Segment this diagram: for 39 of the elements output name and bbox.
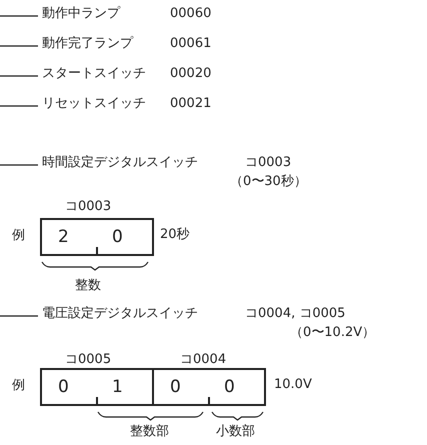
note-label: 例 bbox=[12, 378, 25, 394]
address-label: 20秒 bbox=[160, 227, 190, 243]
address-label: 00020 bbox=[170, 66, 212, 82]
part-label: 動作中ランプ bbox=[42, 6, 120, 22]
digit: 0 bbox=[112, 228, 123, 246]
address-label: コ0003 bbox=[65, 199, 112, 215]
address-label: コ0005 bbox=[65, 352, 112, 368]
address-label: （0〜10.2V） bbox=[290, 325, 376, 341]
address-label: コ0004 bbox=[180, 352, 226, 368]
leader-line bbox=[0, 45, 38, 47]
digit: 0 bbox=[58, 378, 69, 396]
part-label: 電圧設定デジタルスイッチ bbox=[42, 306, 198, 322]
part-label: 時間設定デジタルスイッチ bbox=[42, 155, 198, 171]
digit-switch-box bbox=[40, 368, 154, 406]
digit: 1 bbox=[112, 378, 123, 396]
leader-line bbox=[0, 164, 38, 166]
address-label: 00061 bbox=[170, 36, 212, 52]
note-label: 小数部 bbox=[216, 424, 255, 440]
leader-line bbox=[0, 315, 38, 317]
note-label: 整数部 bbox=[130, 424, 169, 440]
note-label: 整数 bbox=[75, 278, 101, 294]
note-label: 例 bbox=[12, 228, 25, 244]
digit: 2 bbox=[58, 228, 69, 246]
leader-line bbox=[0, 105, 38, 107]
address-label: （0〜30秒） bbox=[230, 174, 307, 190]
address-label: 00021 bbox=[170, 96, 212, 112]
address-label: コ0004, コ0005 bbox=[245, 306, 346, 322]
digit-switch-box bbox=[152, 368, 266, 406]
address-label: 00060 bbox=[170, 6, 212, 22]
part-label: 動作完了ランプ bbox=[42, 36, 133, 52]
digit-switch-box bbox=[40, 218, 154, 256]
part-label: スタートスイッチ bbox=[42, 66, 146, 82]
part-label: リセットスイッチ bbox=[42, 96, 146, 112]
address-label: コ0003 bbox=[245, 155, 292, 171]
leader-line bbox=[0, 15, 38, 17]
digit: 0 bbox=[170, 378, 181, 396]
leader-line bbox=[0, 75, 38, 77]
digit: 0 bbox=[224, 378, 235, 396]
address-label: 10.0V bbox=[274, 377, 312, 393]
